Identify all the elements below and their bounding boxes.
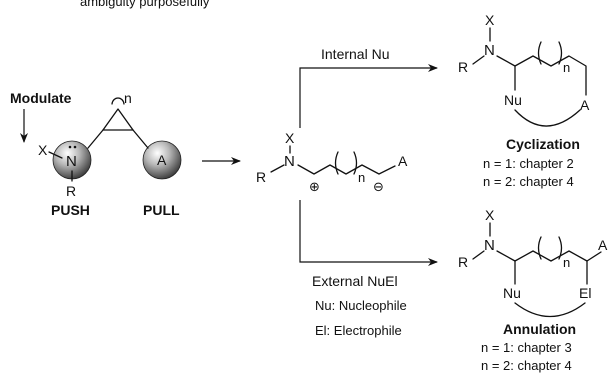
push-label: PUSH [51, 202, 90, 218]
nu-definition: Nu: Nucleophile [315, 298, 407, 313]
ring-bracket [111, 97, 125, 105]
header-text: ambiguity purposefully [80, 0, 210, 9]
left-x-label: X [38, 142, 48, 158]
top-ring-bonds [496, 55, 587, 96]
cyclization-title: Cyclization [506, 136, 580, 152]
mid-a-label: A [398, 153, 408, 169]
bot-chain-bonds [496, 250, 602, 262]
external-branch-arrow [299, 200, 438, 266]
top-bracket-right [558, 41, 563, 65]
lone-pair-dot [68, 145, 72, 149]
top-n-sub-label: n [563, 60, 570, 75]
lone-pair-dot [73, 145, 77, 149]
bot-a-label: A [598, 237, 608, 253]
pull-label: PULL [143, 202, 180, 218]
ring-push-bond [87, 129, 104, 149]
top-bracket-left [537, 41, 542, 65]
bot-nu-label: Nu [503, 285, 521, 301]
top-r-label: R [458, 59, 468, 75]
top-n-label: N [484, 42, 495, 59]
minus-charge: ⊖ [373, 179, 384, 194]
top-x-label: X [485, 12, 495, 28]
annulation-title: Annulation [503, 321, 576, 337]
bot-bracket-right [558, 236, 563, 260]
top-ring-closure-arc [514, 109, 581, 127]
annulation-line-2: n = 2: chapter 4 [481, 358, 572, 373]
annulation-line-1: n = 1: chapter 3 [481, 340, 572, 355]
internal-nu-label: Internal Nu [321, 46, 389, 62]
top-r-bond [472, 55, 485, 65]
mid-r-label: R [256, 169, 266, 185]
ring-pull-bond [132, 129, 149, 149]
ring-n-label: n [124, 90, 132, 106]
annulation-product: X N R n A Nu El Annulation n = 1: chapte… [458, 207, 608, 373]
bot-x-label: X [485, 207, 495, 223]
bot-n-sub-label: n [563, 255, 570, 270]
plus-charge: ⊕ [309, 179, 320, 194]
bot-bracket-left [537, 236, 542, 260]
cyclization-line-2: n = 2: chapter 4 [483, 174, 574, 189]
bot-el-label: El [579, 285, 591, 301]
mid-x-label: X [285, 130, 295, 146]
top-nu-label: Nu [504, 92, 522, 108]
mid-r-bond [270, 164, 285, 173]
bot-ring-closure-arc [514, 302, 586, 318]
bot-r-label: R [458, 254, 468, 270]
external-nuel-label: External NuEl [312, 273, 398, 289]
mid-bracket-right [353, 151, 358, 175]
top-a-label: A [580, 97, 590, 113]
internal-branch-arrow [299, 64, 438, 128]
pull-sphere [142, 140, 182, 180]
modulate-label: Modulate [10, 90, 72, 106]
cyclization-line-1: n = 1: chapter 2 [483, 156, 574, 171]
left-a-label: A [157, 152, 167, 168]
zwitterion-structure: X N R n A ⊕ ⊖ [256, 130, 408, 194]
left-r-label: R [66, 183, 76, 199]
cyclopropane-ring [102, 108, 134, 131]
left-n-label: N [66, 153, 77, 170]
mid-bracket-left [334, 151, 339, 175]
cyclopropane-structure: Modulate X N R n A PUSH PULL [10, 90, 182, 218]
x-n-bond [48, 151, 63, 159]
cyclization-product: X N R n Nu A Cyclization n = 1: chapter … [458, 12, 590, 189]
mid-chain-bonds [297, 164, 396, 175]
bot-r-bond [472, 250, 485, 260]
bot-n-label: N [484, 237, 495, 254]
mid-n-sub-label: n [358, 170, 365, 185]
mid-n-label: N [284, 153, 295, 170]
el-definition: El: Electrophile [315, 323, 402, 338]
